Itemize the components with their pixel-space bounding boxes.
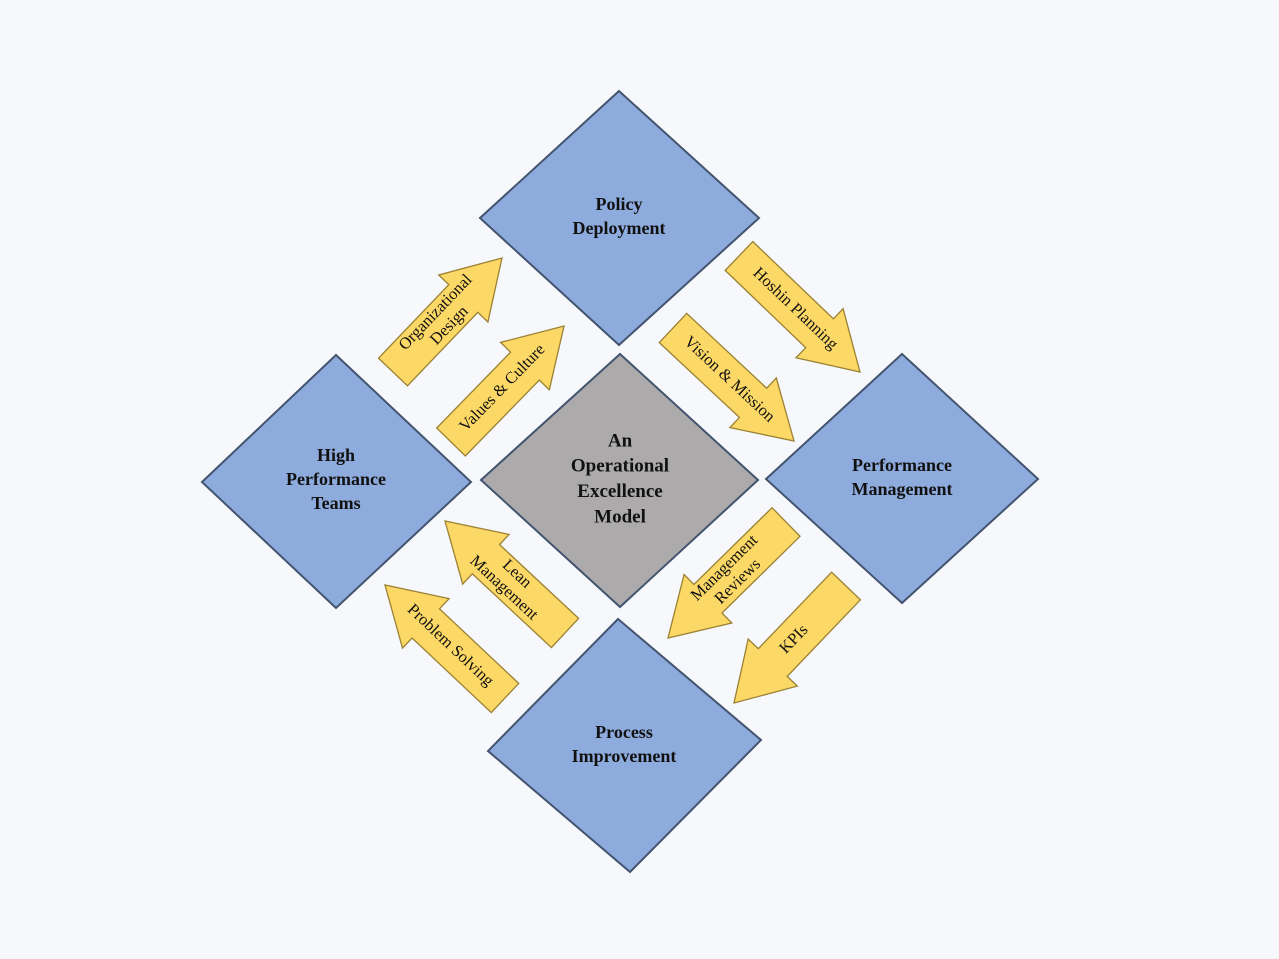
right-diamond bbox=[764, 352, 1040, 605]
center-label-line: Model bbox=[594, 506, 646, 527]
management-reviews-arrow-shape bbox=[667, 506, 801, 639]
lean-management-arrow-shape bbox=[444, 520, 580, 649]
kpis-arrow: KPIs bbox=[733, 571, 862, 704]
problem-solving-arrow: Problem Solving bbox=[384, 584, 520, 714]
center-diamond bbox=[479, 352, 760, 609]
vision-mission-arrow-shape bbox=[658, 312, 795, 442]
center-label-line: Operational bbox=[571, 456, 669, 477]
left-label-line: Teams bbox=[311, 493, 360, 513]
top-label-line: Deployment bbox=[573, 218, 666, 238]
hoshin-planning-arrow-label: Hoshin Planning bbox=[749, 263, 842, 353]
center-label-line: An bbox=[608, 430, 633, 451]
bottom-label-line: Process bbox=[595, 722, 653, 742]
center-label-line: Excellence bbox=[577, 481, 662, 502]
vision-mission-arrow-label: Vision & Mission bbox=[681, 332, 780, 426]
left-label-line: High bbox=[317, 445, 355, 465]
top-diamond bbox=[478, 89, 761, 347]
kpis-arrow-shape bbox=[733, 571, 862, 704]
top-label-line: Policy bbox=[596, 194, 643, 214]
hoshin-planning-arrow-shape bbox=[724, 240, 861, 373]
values-culture-arrow-label: Values & Culture bbox=[455, 340, 549, 435]
right-label-line: Performance bbox=[852, 455, 952, 475]
problem-solving-arrow-shape bbox=[384, 584, 520, 714]
bottom-label-line: Improvement bbox=[572, 746, 677, 766]
hoshin-planning-arrow: Hoshin Planning bbox=[724, 240, 861, 373]
right-label-line: Management bbox=[852, 479, 953, 499]
values-culture-arrow-shape bbox=[435, 325, 565, 457]
problem-solving-arrow-label: Problem Solving bbox=[404, 600, 498, 690]
organizational-design-arrow-shape bbox=[377, 257, 503, 387]
left-diamond bbox=[200, 353, 473, 610]
left-label-line: Performance bbox=[286, 469, 386, 489]
bottom-diamond bbox=[486, 617, 763, 874]
